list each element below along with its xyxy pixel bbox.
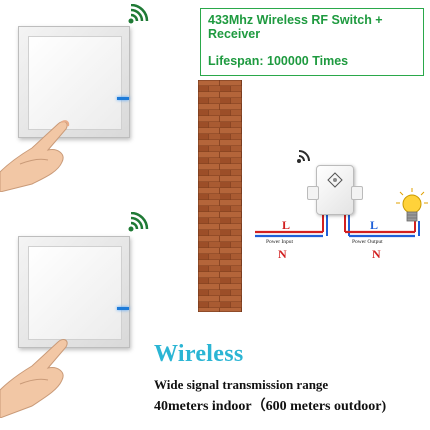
light-bulb-icon — [396, 188, 428, 222]
neutral-label-output: N — [372, 247, 381, 261]
lifespan-text: Lifespan: 100000 Times — [208, 54, 349, 68]
range-description: Wide signal transmission range — [154, 377, 329, 392]
switch-panel — [28, 36, 122, 130]
top-wall-switch[interactable] — [18, 26, 130, 138]
brick-wall — [198, 80, 242, 312]
wifi-signal-icon — [128, 212, 149, 232]
receiver-right-terminal — [351, 186, 363, 200]
switch-panel — [28, 246, 122, 340]
switch-led-indicator — [117, 307, 129, 310]
live-label-output: L — [370, 218, 379, 232]
hand-pressing-icon — [0, 120, 70, 192]
wireless-title: Wireless — [154, 341, 244, 367]
neutral-label-input: N — [278, 247, 287, 261]
receiver-module — [307, 165, 363, 215]
switch-led-indicator — [117, 97, 129, 100]
power-input-label: Power Input — [266, 239, 294, 245]
live-label-input: L — [282, 218, 291, 232]
hand-pressing-icon — [0, 339, 68, 418]
range-distance: 40meters indoor（600 meters outdoor) — [154, 399, 387, 414]
product-info-box: 433Mhz Wireless RF Switch + Receiver Lif… — [200, 8, 424, 76]
product-title: 433Mhz Wireless RF Switch + Receiver — [208, 13, 383, 41]
power-output-label: Power Output — [352, 239, 383, 245]
bottom-wall-switch[interactable] — [18, 236, 130, 348]
receiver-logo-icon — [327, 172, 343, 188]
receiver-left-terminal — [307, 186, 319, 200]
wifi-signal-icon — [297, 150, 310, 163]
wifi-signal-icon — [128, 4, 149, 24]
